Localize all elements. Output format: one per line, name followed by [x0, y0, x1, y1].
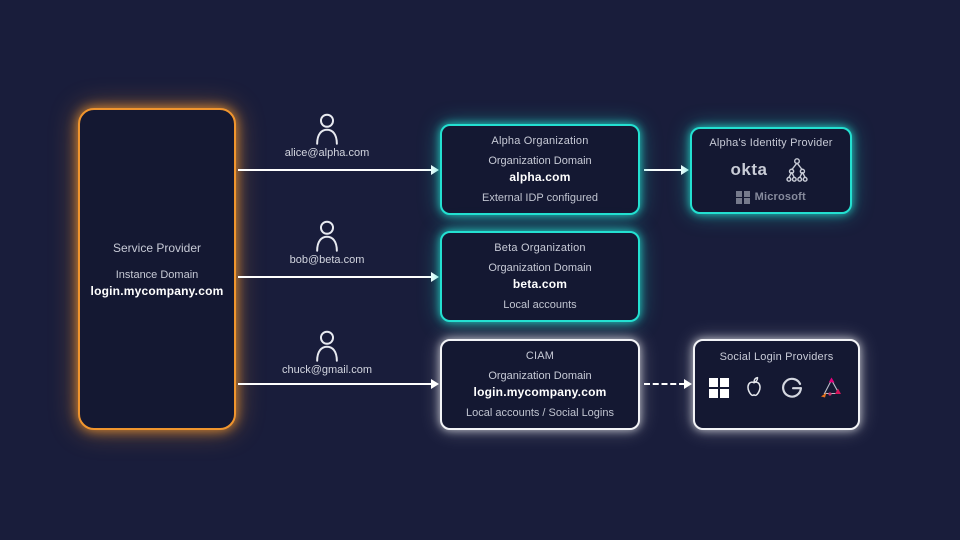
identity-provider-box: Alpha's Identity Provider okta	[690, 127, 852, 214]
user-icon	[316, 330, 338, 362]
ciam-domain-label: Organization Domain	[488, 370, 592, 382]
beta-organization-box: Beta Organization Organization Domain be…	[440, 231, 640, 322]
service-provider-content: Service Provider Instance Domain login.m…	[91, 241, 224, 298]
microsoft-grid-icon	[736, 190, 750, 204]
user-email-label: bob@beta.com	[289, 254, 365, 266]
ciam-domain-value: login.mycompany.com	[473, 385, 607, 399]
alpha-organization-title: Alpha Organization	[491, 135, 589, 147]
apple-icon	[747, 376, 761, 397]
alpha-domain-label: Organization Domain	[488, 155, 592, 167]
microsoft-icon	[709, 378, 729, 398]
user-alice: alice@alpha.com	[242, 113, 412, 159]
user-chuck: chuck@gmail.com	[242, 330, 412, 376]
user-icon	[316, 220, 338, 252]
google-icon	[782, 377, 802, 398]
alpha-organization-box: Alpha Organization Organization Domain a…	[440, 124, 640, 215]
ciam-title: CIAM	[525, 350, 555, 362]
arrow-alpha-to-idp	[644, 165, 689, 175]
user-email-label: chuck@gmail.com	[281, 364, 373, 376]
user-bob: bob@beta.com	[242, 220, 412, 266]
identity-provider-title: Alpha's Identity Provider	[709, 137, 833, 149]
arrow-sp-to-alpha	[238, 165, 439, 175]
ciam-box: CIAM Organization Domain login.mycompany…	[440, 339, 640, 430]
user-email-label: alice@alpha.com	[284, 147, 370, 159]
alpha-domain-value: alpha.com	[509, 170, 571, 184]
alpha-note: External IDP configured	[482, 192, 598, 204]
beta-domain-label: Organization Domain	[488, 262, 592, 274]
arrow-ciam-to-social-dashed	[644, 379, 692, 389]
microsoft-logo: Microsoft	[736, 190, 806, 204]
service-provider-title: Service Provider	[112, 240, 202, 255]
service-provider-box: Service Provider Instance Domain login.m…	[78, 108, 236, 430]
beta-organization-title: Beta Organization	[494, 242, 586, 254]
beta-note: Local accounts	[503, 299, 577, 311]
arrow-sp-to-beta	[238, 272, 439, 282]
arrow-sp-to-ciam	[238, 379, 439, 389]
user-icon	[316, 113, 338, 145]
microsoft-logo-text: Microsoft	[754, 191, 806, 204]
instance-domain-value: login.mycompany.com	[90, 283, 224, 298]
instance-domain-label: Instance Domain	[115, 268, 199, 281]
beta-domain-value: beta.com	[512, 277, 568, 291]
social-login-providers-box: Social Login Providers	[693, 339, 860, 430]
ciam-note: Local accounts / Social Logins	[466, 407, 614, 419]
social-login-providers-title: Social Login Providers	[719, 351, 834, 363]
hierarchy-tree-icon	[786, 157, 809, 182]
okta-wordmark: okta	[730, 160, 768, 180]
triangle-brand-icon	[821, 377, 841, 398]
